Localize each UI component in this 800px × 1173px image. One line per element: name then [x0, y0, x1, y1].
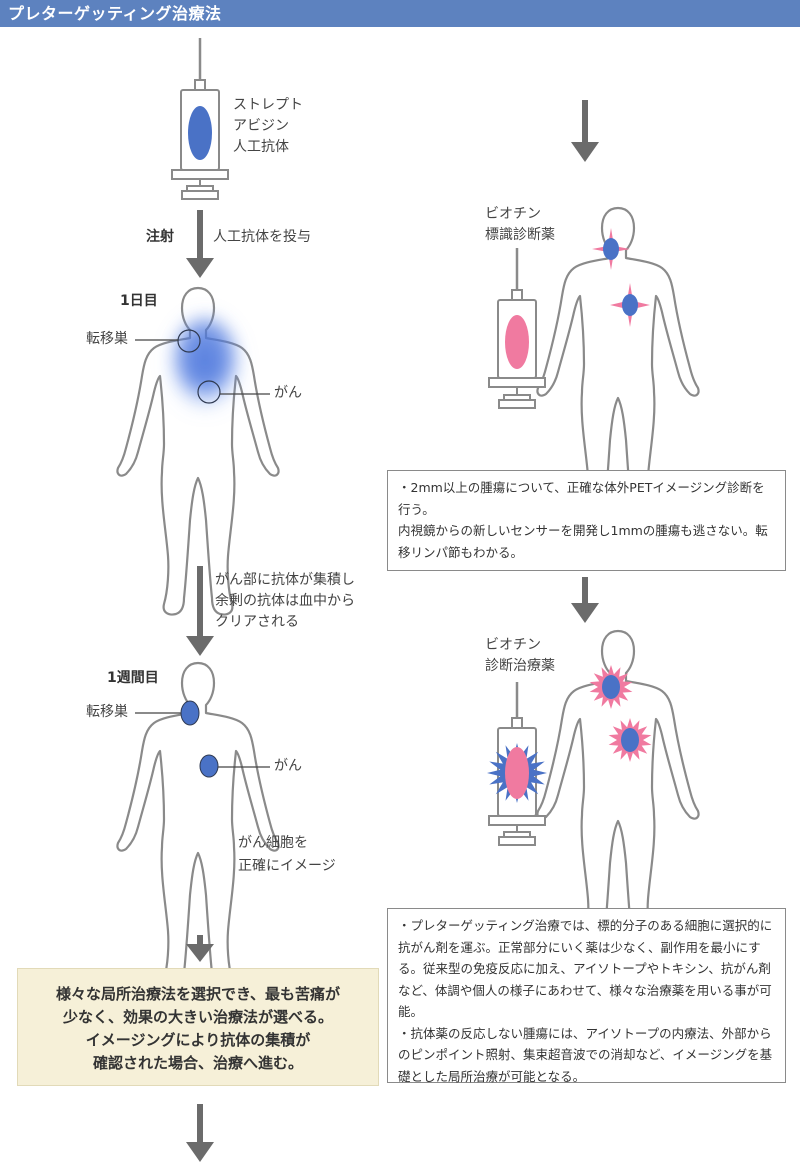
cancer-marker	[199, 754, 219, 778]
injection-label: 注射	[146, 229, 174, 245]
metastasis-label: 転移巣	[86, 704, 128, 720]
metastasis-marker	[177, 329, 201, 353]
therapy-info-box: ・プレターゲッティング治療では、標的分子のある細胞に選択的に抗がん剤を運ぶ。正常…	[387, 908, 786, 1084]
diagnosis-drug-label: ビオチン 標識診断薬	[485, 206, 555, 243]
arrow-down-icon	[186, 1104, 214, 1162]
imaging-desc: がん細胞を 正確にイメージ	[238, 835, 336, 874]
cancer-marker	[197, 380, 221, 404]
syringe-pink	[488, 248, 546, 409]
drug-capsule-icon	[505, 315, 529, 369]
syringe-burst	[487, 682, 547, 846]
syringe-label: ストレプト アビジン 人工抗体	[233, 97, 303, 155]
injection-desc: 人工抗体を投与	[213, 229, 311, 245]
step2-desc: がん部に抗体が集積し 余剰の抗体は血中から クリアされる	[215, 572, 355, 630]
day1-title: 1日目	[120, 293, 158, 309]
burst-icon	[589, 665, 633, 709]
cancer-label: がん	[274, 385, 302, 401]
arrow-down-icon	[571, 577, 599, 623]
header-bar: プレターゲッティング治療法	[0, 0, 800, 27]
arrow-down-icon	[186, 935, 214, 962]
arrow-down-icon	[186, 566, 214, 656]
therapy-drug-label: ビオチン 診断治療薬	[485, 637, 555, 674]
tracer-star-icon	[592, 228, 630, 270]
metastasis-label: 転移巣	[86, 331, 128, 347]
diagnosis-info-box: ・2mm以上の腫瘍について、正確な体外PETイメージング診断を行う。 内視鏡から…	[387, 470, 786, 571]
cancer-label: がん	[274, 758, 302, 774]
burst-icon	[608, 718, 652, 762]
arrow-down-icon	[571, 100, 599, 162]
antibody-capsule-icon	[188, 106, 212, 160]
syringe-blue	[171, 38, 229, 200]
tracer-star-icon	[610, 283, 650, 327]
arrow-down-icon	[186, 210, 214, 278]
page-title: プレターゲッティング治療法	[8, 4, 222, 23]
week1-title: 1週間目	[107, 670, 159, 686]
metastasis-marker	[180, 700, 200, 726]
conclusion-box: 様々な局所治療法を選択でき、最も苦痛が 少なく、効果の大きい治療法が選べる。 イ…	[17, 968, 379, 1086]
